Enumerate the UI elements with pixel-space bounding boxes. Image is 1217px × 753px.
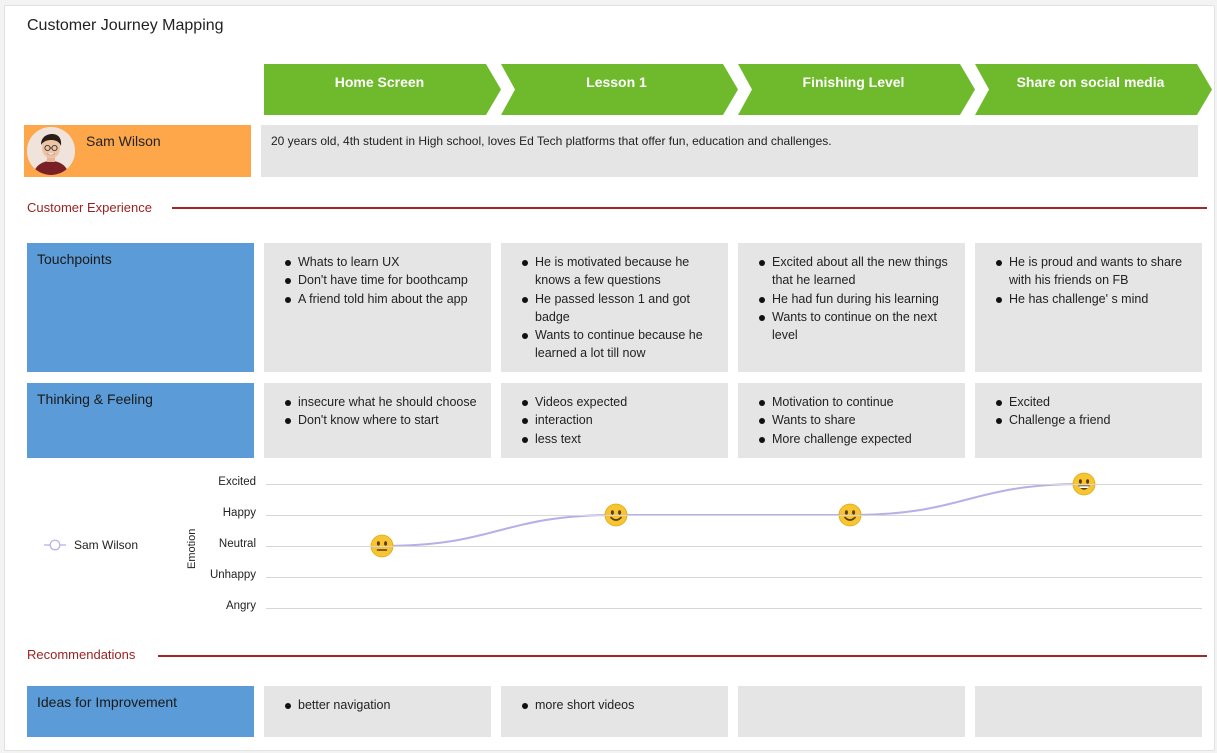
bullet-item: Don't know where to start — [284, 411, 483, 429]
bullet-item: Wants to continue because he learned a l… — [521, 326, 720, 363]
stage-label: Lesson 1 — [586, 74, 647, 90]
ideas-cell-2: more short videos — [501, 686, 728, 737]
bullet-item: Videos expected — [521, 393, 720, 411]
gridline — [266, 484, 1202, 485]
bullet-item: Excited — [995, 393, 1194, 411]
stage-label: Home Screen — [334, 74, 425, 90]
stage-label: Finishing Level — [802, 74, 905, 90]
bullet-item: He had fun during his learning — [758, 290, 957, 308]
row-label-thinking-feeling: Thinking & Feeling — [27, 383, 254, 458]
y-tick-label: Neutral — [218, 538, 256, 550]
bullet-item: He is proud and wants to share with his … — [995, 253, 1194, 290]
bullet-item: A friend told him about the app — [284, 290, 483, 308]
page-title: Customer Journey Mapping — [27, 17, 224, 34]
y-tick-label: Excited — [218, 476, 256, 488]
ideas-cell-4 — [975, 686, 1202, 737]
stage-4: Share on social media — [975, 64, 1212, 115]
touchpoints-cell-2: He is motivated because he knows a few q… — [501, 243, 728, 372]
bullet-item: Wants to continue on the next level — [758, 308, 957, 345]
bullet-item: Challenge a friend — [995, 411, 1194, 429]
persona-name: Sam Wilson — [86, 133, 161, 149]
bullet-item: interaction — [521, 411, 720, 429]
bullet-list: Excited about all the new things that he… — [758, 253, 957, 344]
persona-card: Sam Wilson — [24, 125, 251, 177]
bullet-list: He is proud and wants to share with his … — [995, 253, 1194, 308]
bullet-item: He has challenge' s mind — [995, 290, 1194, 308]
section-customer-experience: Customer Experience — [27, 200, 152, 215]
legend-marker — [44, 538, 66, 552]
bullet-item: Don't have time for boothcamp — [284, 271, 483, 289]
bullet-item: better navigation — [284, 696, 483, 714]
stage-3: Finishing Level — [738, 64, 975, 115]
bullet-item: Motivation to continue — [758, 393, 957, 411]
gridline — [266, 608, 1202, 609]
row-label-ideas: Ideas for Improvement — [27, 686, 254, 737]
row-label-touchpoints: Touchpoints — [27, 243, 254, 372]
bullet-item: He passed lesson 1 and got badge — [521, 290, 720, 327]
bullet-list: more short videos — [521, 696, 720, 714]
gridline — [266, 546, 1202, 547]
y-tick-label: Happy — [222, 507, 256, 519]
bullet-list: He is motivated because he knows a few q… — [521, 253, 720, 363]
legend-label: Sam Wilson — [74, 538, 139, 552]
bullet-item: less text — [521, 430, 720, 448]
stage-label: Share on social media — [1016, 74, 1165, 90]
bullet-item: Excited about all the new things that he… — [758, 253, 957, 290]
bullet-item: Wants to share — [758, 411, 957, 429]
section-divider — [158, 655, 1207, 657]
y-tick-label: Unhappy — [209, 569, 256, 581]
gridline — [266, 577, 1202, 578]
touchpoints-cell-3: Excited about all the new things that he… — [738, 243, 965, 372]
ideas-cell-1: better navigation — [264, 686, 491, 737]
persona-description: 20 years old, 4th student in High school… — [261, 125, 1198, 177]
bullet-item: Whats to learn UX — [284, 253, 483, 271]
ideas-cell-3 — [738, 686, 965, 737]
y-tick-label: Angry — [225, 600, 256, 612]
bullet-item: More challenge expected — [758, 430, 957, 448]
gridline — [266, 515, 1202, 516]
bullet-item: more short videos — [521, 696, 720, 714]
section-divider — [172, 207, 1207, 209]
bullet-list: better navigation — [284, 696, 483, 714]
bullet-item: insecure what he should choose — [284, 393, 483, 411]
section-recommendations: Recommendations — [27, 647, 136, 662]
stage-2: Lesson 1 — [501, 64, 738, 115]
bullet-item: He is motivated because he knows a few q… — [521, 253, 720, 290]
touchpoints-cell-4: He is proud and wants to share with his … — [975, 243, 1202, 372]
avatar — [27, 127, 75, 175]
stage-1: Home Screen — [264, 64, 501, 115]
